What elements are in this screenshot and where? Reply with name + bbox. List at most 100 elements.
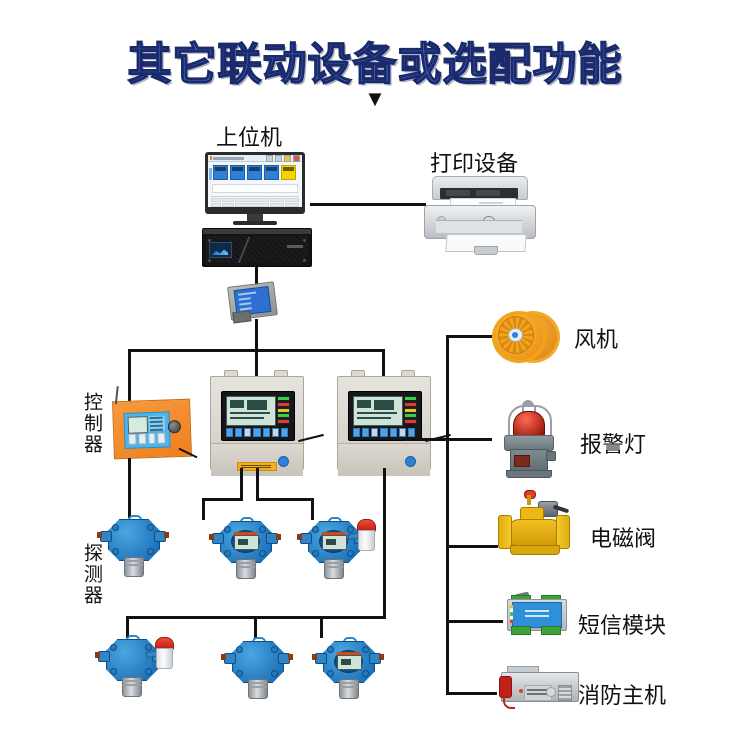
detector-lcd-readout xyxy=(337,655,362,670)
table-cell xyxy=(211,198,221,202)
led-green xyxy=(405,414,416,418)
detector-screw xyxy=(362,646,369,653)
detector-sensor-probe xyxy=(339,679,359,699)
led-red xyxy=(278,420,289,423)
detector-screw xyxy=(224,526,231,533)
wire-controller-gray-2-to-row2 xyxy=(383,468,386,619)
keypad-key xyxy=(253,428,261,437)
gateway-module xyxy=(227,281,278,324)
wire-bus-to-controller-gray-1 xyxy=(255,349,258,376)
toolbar-icon-alarm xyxy=(293,155,300,162)
server-screw xyxy=(303,239,306,242)
wire-to-detector-4 xyxy=(126,616,129,638)
device-tile-2 xyxy=(230,165,245,180)
detector-sensor-probe xyxy=(324,559,344,579)
wire-to-detector-5 xyxy=(254,616,257,638)
controller-antenna xyxy=(114,386,119,405)
solenoid-valve-device xyxy=(498,490,570,557)
led-green xyxy=(278,397,289,400)
fire-host-handset-cord xyxy=(503,695,515,709)
keypad-key xyxy=(262,428,270,437)
printer-front-shelf xyxy=(436,220,522,233)
detector-3 xyxy=(297,517,376,579)
detector-sensor-probe xyxy=(124,557,144,577)
wire-host-to-gateway xyxy=(255,265,258,287)
controller-door-knob xyxy=(405,456,416,467)
detector-screw xyxy=(271,646,278,653)
controller-button xyxy=(128,433,137,445)
led-green xyxy=(405,397,416,400)
keypad-key xyxy=(353,428,361,437)
label-fan: 风机 xyxy=(574,327,619,352)
software-titlebar xyxy=(208,155,302,162)
server-logo xyxy=(287,245,303,248)
detector-sensor-probe xyxy=(248,679,268,699)
detector-screw xyxy=(327,646,334,653)
gateway-connector xyxy=(232,310,252,324)
detector-2 xyxy=(209,517,281,579)
controller-front-panel xyxy=(221,391,295,441)
wire-controller-gray-1-drop-left xyxy=(240,468,243,500)
detector-screw xyxy=(145,644,152,651)
wire-detector-2-branch xyxy=(202,498,243,501)
printer-device xyxy=(424,176,536,258)
toolbar-icon-warning xyxy=(284,155,291,162)
fire-host-vent xyxy=(558,685,572,701)
wire-branch-fire-host xyxy=(446,692,497,695)
detector-screw xyxy=(110,668,117,675)
detector-cable-gland xyxy=(164,532,169,538)
controller-front-panel xyxy=(348,391,422,441)
detector-screw xyxy=(271,670,278,677)
fan-device xyxy=(492,311,560,363)
wire-detector-3-branch xyxy=(256,498,314,501)
table-cell xyxy=(222,203,234,207)
label-solenoid-valve: 电磁阀 xyxy=(590,526,657,551)
fire-host-knob xyxy=(546,687,556,697)
server-screw xyxy=(303,259,306,262)
label-host-computer: 上位机 xyxy=(216,125,283,150)
controller-enclosure xyxy=(337,376,431,476)
detector-sensor-probe xyxy=(236,559,256,579)
detector-screw xyxy=(112,548,119,555)
keypad-key xyxy=(244,428,252,437)
sms-led-strip xyxy=(510,605,513,623)
controller-gray-1 xyxy=(210,370,304,476)
valve-flange-left xyxy=(498,515,512,549)
detector-screw xyxy=(259,526,266,533)
detector-screw xyxy=(147,524,154,531)
detector-cable-gland xyxy=(312,654,317,660)
keypad-key xyxy=(398,428,406,437)
sms-terminal-block xyxy=(511,626,531,635)
controller-buttons xyxy=(128,432,166,445)
controller-indicator-bars xyxy=(148,415,166,432)
wire-branch-alarm-light xyxy=(402,438,492,441)
detector-cable-gland xyxy=(379,654,384,660)
controller-lcd-display xyxy=(226,396,276,426)
valve-stem xyxy=(527,495,531,505)
device-tile-3 xyxy=(247,165,262,180)
beacon-red-dome xyxy=(513,411,545,437)
detector-indicator-strip xyxy=(322,532,345,535)
table-cell xyxy=(285,198,299,202)
beacon-cable-lug xyxy=(546,451,556,461)
software-status-strip xyxy=(212,184,298,193)
label-fire-host: 消防主机 xyxy=(578,683,667,708)
detector-display-bezel xyxy=(319,530,348,553)
detector-cable-gland xyxy=(221,654,226,660)
beacon-top-cap xyxy=(522,400,534,406)
table-cell xyxy=(211,203,221,207)
wire-branch-fan xyxy=(446,335,494,338)
fire-host-device xyxy=(497,666,579,709)
label-alarm-light: 报警灯 xyxy=(580,432,647,457)
detector-screw xyxy=(236,646,243,653)
keypad-key xyxy=(226,428,234,437)
led-yellow xyxy=(405,408,416,412)
valve-base xyxy=(510,545,560,555)
wire-to-detector-6 xyxy=(320,616,323,638)
keypad-key xyxy=(235,428,243,437)
wire-to-detector-3 xyxy=(311,498,314,520)
detector-alarm-light xyxy=(347,519,376,551)
detector-4 xyxy=(95,635,174,697)
table-row xyxy=(211,198,299,202)
controller-button xyxy=(157,432,166,444)
